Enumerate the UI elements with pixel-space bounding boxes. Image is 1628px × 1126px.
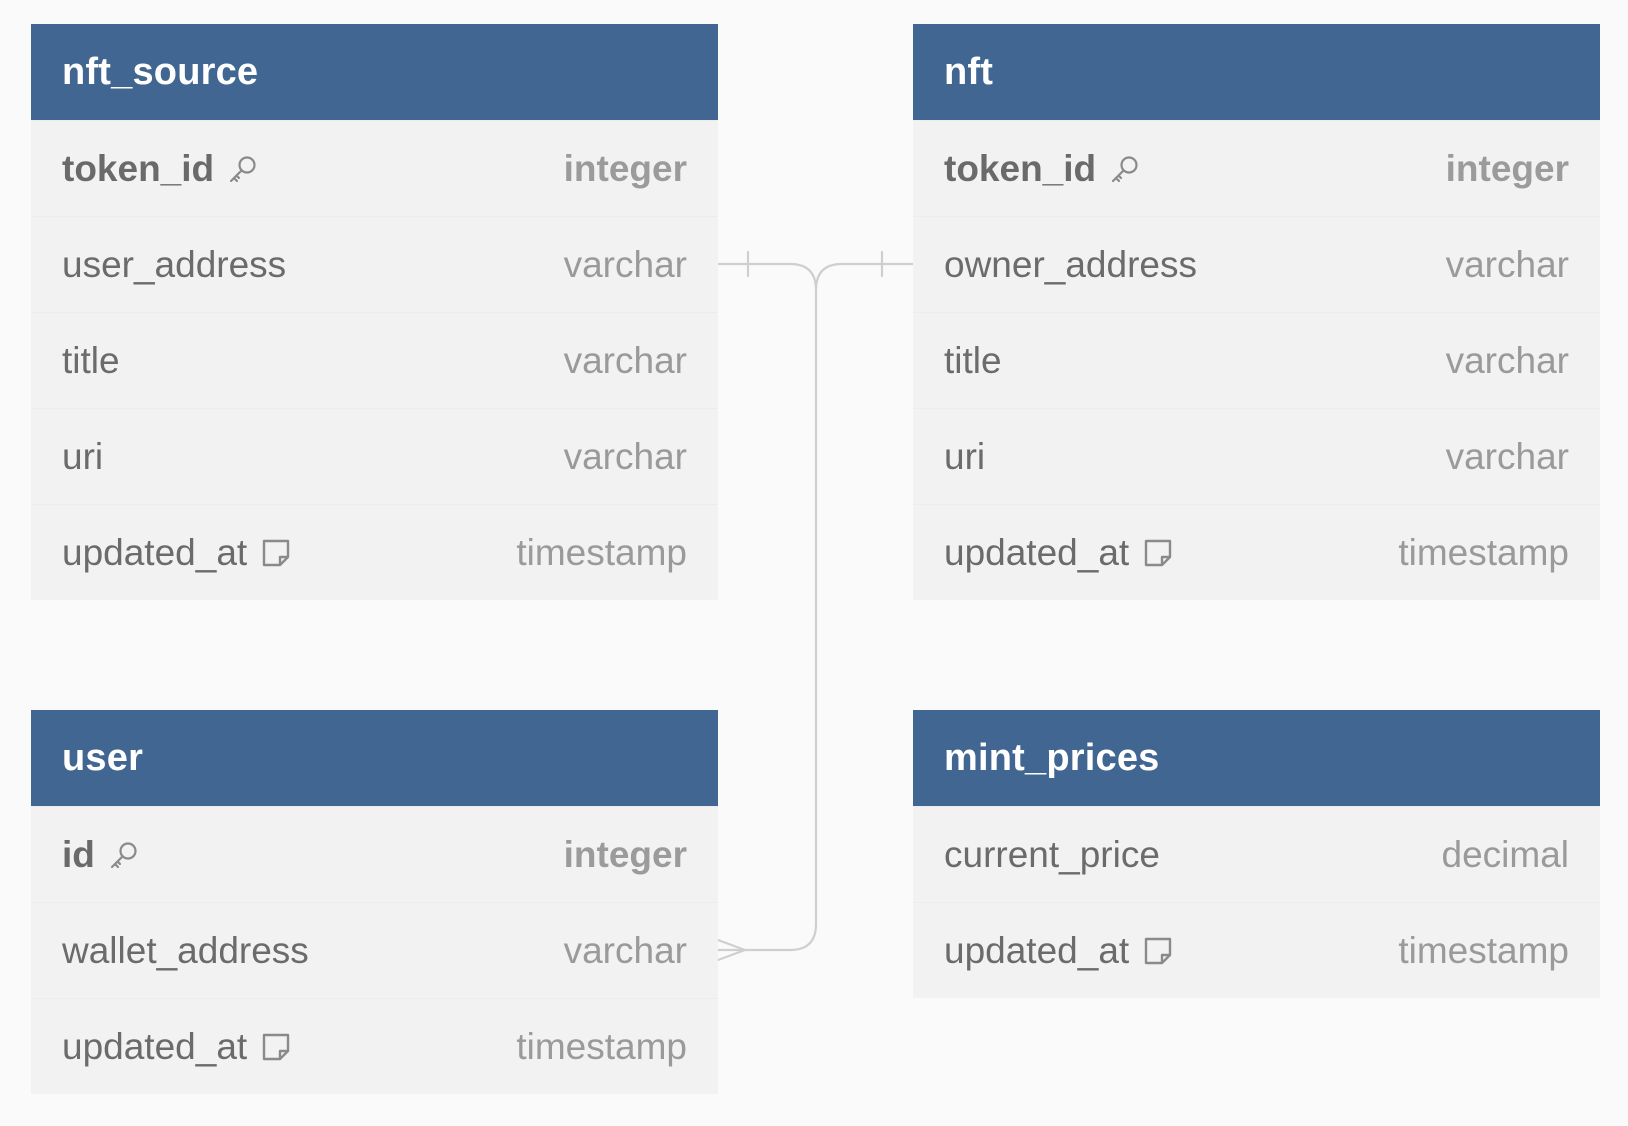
connector-nft-owner-address [814,262,915,292]
field-row[interactable]: user_address varchar [31,216,718,312]
note-icon[interactable] [1141,536,1175,570]
note-icon[interactable] [259,536,293,570]
table-name: nft [944,50,994,93]
note-icon[interactable] [259,1030,293,1064]
table-name: nft_source [62,50,259,93]
field-row[interactable]: updated_at timestamp [913,902,1600,998]
field-type: decimal [1441,833,1570,875]
table-header[interactable]: mint_prices [913,710,1600,806]
field-type: varchar [563,929,687,971]
many-marker-user [716,938,747,962]
key-icon [226,152,260,186]
field-name: updated_at [62,1025,248,1067]
field-name: updated_at [944,929,1130,971]
field-row[interactable]: updated_at timestamp [31,998,718,1094]
field-row[interactable]: id integer [31,806,718,902]
field-name: title [944,339,1002,381]
field-type: varchar [1445,243,1569,285]
field-row[interactable]: token_id integer [913,120,1600,216]
field-type: varchar [1445,435,1569,477]
field-type: integer [1445,147,1569,189]
table-header[interactable]: nft_source [31,24,718,120]
table-mint-prices[interactable]: mint_prices current_price decimal update… [913,710,1600,998]
field-row[interactable]: uri varchar [31,408,718,504]
field-row[interactable]: owner_address varchar [913,216,1600,312]
field-name: owner_address [944,243,1197,285]
field-type: timestamp [1398,929,1569,971]
field-name: user_address [62,243,287,285]
note-icon[interactable] [1141,934,1175,968]
field-type: varchar [563,435,687,477]
field-row[interactable]: updated_at timestamp [913,504,1600,600]
key-icon [1108,152,1142,186]
table-nft[interactable]: nft token_id integer owner_address varch… [913,24,1600,600]
field-type: timestamp [1398,531,1569,573]
field-name: updated_at [62,531,248,573]
field-type: integer [563,833,687,875]
field-row[interactable]: uri varchar [913,408,1600,504]
field-name: wallet_address [62,929,309,971]
field-name: title [62,339,120,381]
field-row[interactable]: title varchar [913,312,1600,408]
table-nft-source[interactable]: nft_source token_id integer user_address… [31,24,718,600]
field-type: timestamp [516,1025,687,1067]
field-row[interactable]: updated_at timestamp [31,504,718,600]
field-name: token_id [62,147,215,189]
table-name: user [62,736,144,779]
field-type: integer [563,147,687,189]
field-type: timestamp [516,531,687,573]
field-type: varchar [563,339,687,381]
field-name: token_id [944,147,1097,189]
table-header[interactable]: nft [913,24,1600,120]
table-name: mint_prices [944,736,1160,779]
field-name: updated_at [944,531,1130,573]
field-name: uri [62,435,104,477]
key-icon [107,838,141,872]
field-row[interactable]: title varchar [31,312,718,408]
connector-nft-source-user-address [716,262,818,952]
field-name: current_price [944,833,1160,875]
field-name: id [62,833,95,875]
table-header[interactable]: user [31,710,718,806]
field-row[interactable]: current_price decimal [913,806,1600,902]
table-user[interactable]: user id integer wallet_address varchar u… [31,710,718,1094]
field-type: varchar [563,243,687,285]
field-row[interactable]: wallet_address varchar [31,902,718,998]
field-type: varchar [1445,339,1569,381]
field-name: uri [944,435,986,477]
field-row[interactable]: token_id integer [31,120,718,216]
